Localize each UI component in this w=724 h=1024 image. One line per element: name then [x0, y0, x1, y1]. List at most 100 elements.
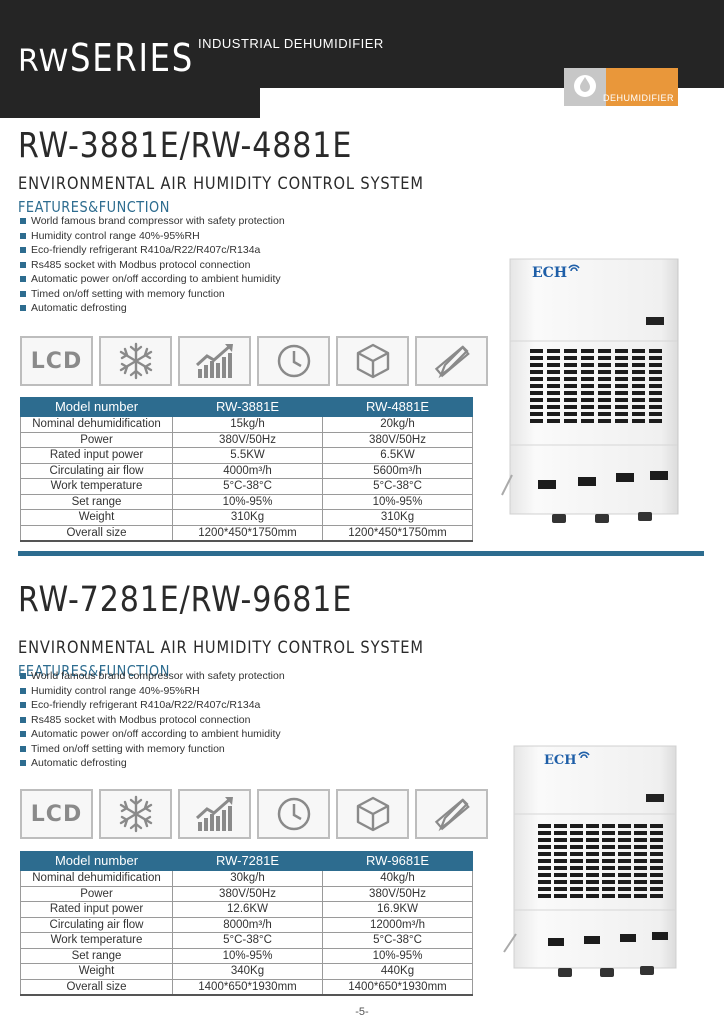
table-cell: 380V/50Hz — [322, 431, 473, 448]
feature-item: Rs485 socket with Modbus protocol connec… — [20, 258, 285, 273]
table-header-cell: RW-7281E — [172, 851, 323, 871]
subtitle-1: ENVIRONMENTAL AIR HUMIDITY CONTROL SYSTE… — [18, 174, 424, 194]
feature-item: Automatic defrosting — [20, 756, 285, 771]
table-cell: 12.6KW — [172, 901, 323, 918]
bullet-square-icon — [20, 702, 26, 709]
table-header-row: Model number RW-7281E RW-9681E — [20, 851, 473, 871]
feature-item: Automatic power on/off according to ambi… — [20, 727, 285, 742]
model-title-2: RW-7281E/RW-9681E — [18, 580, 353, 620]
table-cell: 1200*450*1750mm — [322, 524, 473, 541]
table-cell: Nominal dehumidification — [20, 416, 173, 433]
table-cell: 10%-95% — [322, 947, 473, 964]
feature-icons-2: LCD — [20, 789, 488, 839]
feature-item: World famous brand compressor with safet… — [20, 669, 285, 684]
feature-item: Rs485 socket with Modbus protocol connec… — [20, 713, 285, 728]
table-cell: Work temperature — [20, 932, 173, 949]
bullet-square-icon — [20, 276, 26, 283]
bullet-square-icon — [20, 673, 26, 680]
feature-item: Timed on/off setting with memory functio… — [20, 742, 285, 757]
growth-chart-icon — [178, 336, 251, 386]
table-cell: 380V/50Hz — [322, 885, 473, 902]
table-cell: Weight — [20, 509, 173, 526]
table-cell: Overall size — [20, 978, 173, 995]
page-number: -5- — [355, 1006, 369, 1018]
cube-icon — [336, 336, 409, 386]
table-cell: 10%-95% — [172, 493, 323, 510]
table-cell: 5°C-38°C — [322, 932, 473, 949]
lcd-icon: LCD — [20, 336, 93, 386]
table-cell: Power — [20, 885, 173, 902]
table-cell: Work temperature — [20, 478, 173, 495]
feature-item: Humidity control range 40%-95%RH — [20, 684, 285, 699]
table-cell: 12000m³/h — [322, 916, 473, 933]
header-banner-tail — [0, 88, 290, 118]
features-title-1: FEATURES&FUNCTION — [18, 198, 170, 216]
table-header-cell: RW-3881E — [172, 397, 323, 417]
bullet-square-icon — [20, 305, 26, 312]
table-cell: 5.5KW — [172, 447, 323, 464]
table-cell: 310Kg — [172, 509, 323, 526]
growth-chart-icon — [178, 789, 251, 839]
bullet-square-icon — [20, 290, 26, 297]
table-cell: 10%-95% — [322, 493, 473, 510]
table-cell: 5°C-38°C — [172, 478, 323, 495]
model-title-1: RW-3881E/RW-4881E — [18, 126, 353, 166]
feature-item: Timed on/off setting with memory functio… — [20, 287, 285, 302]
bullet-square-icon — [20, 247, 26, 254]
features-list-1: World famous brand compressor with safet… — [20, 214, 285, 316]
spec-table-2-wrap: Model number RW-7281E RW-9681E Nominal d… — [20, 851, 473, 996]
features-title-2: FEATURES&FUNCTION — [18, 662, 170, 680]
spec-table-1: Model number RW-3881E RW-4881E Nominal d… — [20, 397, 473, 542]
table-cell: 380V/50Hz — [172, 885, 323, 902]
table-cell: Set range — [20, 493, 173, 510]
feature-item: Humidity control range 40%-95%RH — [20, 229, 285, 244]
pencil-ruler-icon — [415, 336, 488, 386]
table-cell: 10%-95% — [172, 947, 323, 964]
table-header-cell: Model number — [20, 851, 173, 871]
series-prefix: RW — [18, 44, 70, 79]
table-cell: Nominal dehumidification — [20, 870, 173, 887]
table-cell: 5600m³/h — [322, 462, 473, 479]
table-cell: 20kg/h — [322, 416, 473, 433]
table-header-cell: RW-4881E — [322, 397, 473, 417]
bullet-square-icon — [20, 731, 26, 738]
brand-logo-text: ECH — [544, 753, 577, 768]
bullet-square-icon — [20, 745, 26, 752]
wifi-icon — [568, 264, 580, 272]
bullet-square-icon — [20, 261, 26, 268]
table-cell: Overall size — [20, 524, 173, 541]
feature-item: Automatic defrosting — [20, 301, 285, 316]
bullet-square-icon — [20, 687, 26, 694]
table-cell: Power — [20, 431, 173, 448]
table-cell: 8000m³/h — [172, 916, 323, 933]
table-cell: Circulating air flow — [20, 916, 173, 933]
lcd-icon: LCD — [20, 789, 93, 839]
table-cell: 15kg/h — [172, 416, 323, 433]
series-title: SERIES — [70, 36, 194, 80]
table-cell: Rated input power — [20, 901, 173, 918]
snowflake-icon — [99, 336, 172, 386]
clock-icon — [257, 789, 330, 839]
table-cell: 40kg/h — [322, 870, 473, 887]
section-divider — [18, 551, 704, 556]
table-cell: 1200*450*1750mm — [172, 524, 323, 541]
water-drop-icon — [574, 75, 596, 97]
feature-item: World famous brand compressor with safet… — [20, 214, 285, 229]
table-cell: Rated input power — [20, 447, 173, 464]
table-cell: 6.5KW — [322, 447, 473, 464]
dehumidifier-unit-image-2: ECH — [503, 745, 677, 977]
table-cell: 1400*650*1930mm — [322, 978, 473, 995]
subtitle-2: ENVIRONMENTAL AIR HUMIDITY CONTROL SYSTE… — [18, 638, 424, 658]
wifi-icon — [578, 751, 590, 759]
snowflake-icon — [99, 789, 172, 839]
table-header-cell: RW-9681E — [322, 851, 473, 871]
